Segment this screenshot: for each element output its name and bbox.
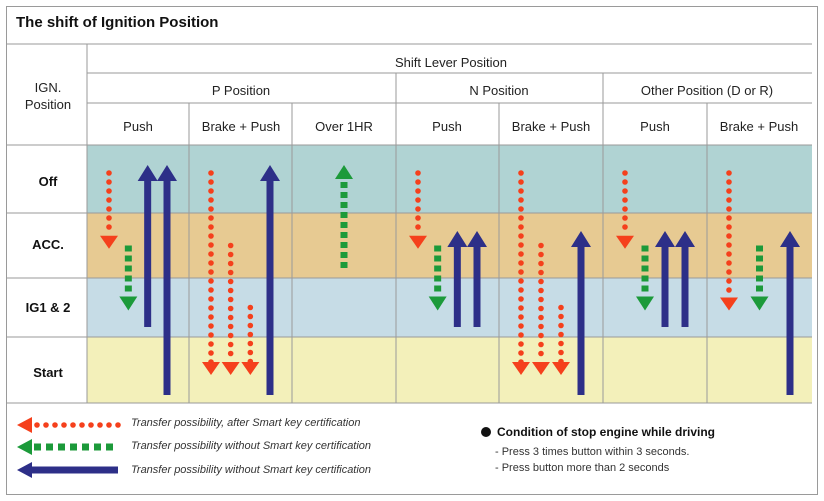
col-header-n-push: Push [432, 119, 462, 134]
blue-arrow-icon [675, 231, 695, 327]
green-arrow-icon [636, 245, 654, 311]
blue-arrow-icon [571, 231, 591, 395]
col-header-other-push: Push [640, 119, 670, 134]
diagram-title: The shift of Ignition Position [16, 14, 219, 31]
col-header-n-brake-push: Brake + Push [511, 119, 591, 134]
group-header-other: Other Position (D or R) [640, 83, 774, 98]
row-label-ig: IG1 & 2 [25, 300, 71, 315]
row-label-start: Start [33, 365, 63, 380]
col-header-p-over-1hr: Over 1HR [315, 119, 373, 134]
blue-arrow-icon [780, 231, 800, 395]
red-arrow-icon [720, 170, 738, 311]
col-header-p-brake-push: Brake + Push [201, 119, 281, 134]
red-arrow-icon [616, 170, 634, 249]
red-arrow-icon [100, 170, 118, 249]
blue-arrow-icon [137, 165, 158, 327]
legend-blue-arrow-icon [17, 462, 118, 478]
group-header-n: N Position [469, 83, 529, 98]
condition-item-2: - Press button more than 2 seconds [495, 462, 670, 474]
legend-text-blue: Transfer possibility without Smart key c… [131, 464, 372, 476]
red-arrow-icon [409, 170, 427, 249]
shift-lever-header: Shift Lever Position [394, 55, 508, 70]
blue-arrow-icon [467, 231, 487, 327]
condition-bullet-icon [481, 427, 491, 437]
legend-red-arrow-icon [17, 417, 121, 433]
red-arrow-icon [202, 170, 220, 375]
green-arrow-icon [119, 245, 138, 311]
group-header-p: P Position [211, 83, 271, 98]
red-arrow-icon [512, 170, 530, 375]
condition-title: Condition of stop engine while driving [497, 425, 715, 439]
row-band-off [87, 145, 812, 213]
blue-arrow-icon [655, 231, 675, 327]
legend-text-red: Transfer possibility, after Smart key ce… [131, 417, 361, 429]
condition-item-1: - Press 3 times button within 3 seconds. [495, 446, 690, 458]
green-arrow-icon [750, 245, 769, 311]
blue-arrow-icon [447, 231, 468, 327]
green-arrow-icon [335, 165, 353, 268]
red-arrow-icon [552, 304, 570, 375]
row-label-off: Off [38, 174, 58, 189]
ign-header-line1: IGN. [34, 80, 62, 95]
red-arrow-icon [221, 242, 240, 375]
col-header-p-push: Push [123, 119, 153, 134]
red-arrow-icon [241, 304, 260, 375]
blue-arrow-icon [157, 165, 177, 395]
col-header-other-brake-push: Brake + Push [719, 119, 799, 134]
ign-header-line2: Position [24, 97, 72, 112]
green-arrow-icon [428, 245, 447, 311]
row-band-ig1-2 [87, 278, 812, 337]
legend-text-green: Transfer possibility without Smart key c… [131, 440, 372, 452]
legend-green-arrow-icon [17, 439, 113, 455]
row-band-start [87, 337, 812, 403]
blue-arrow-icon [260, 165, 280, 395]
red-arrow-icon [532, 242, 550, 375]
diagram-frame [6, 6, 818, 495]
row-label-acc: ACC. [32, 237, 64, 252]
